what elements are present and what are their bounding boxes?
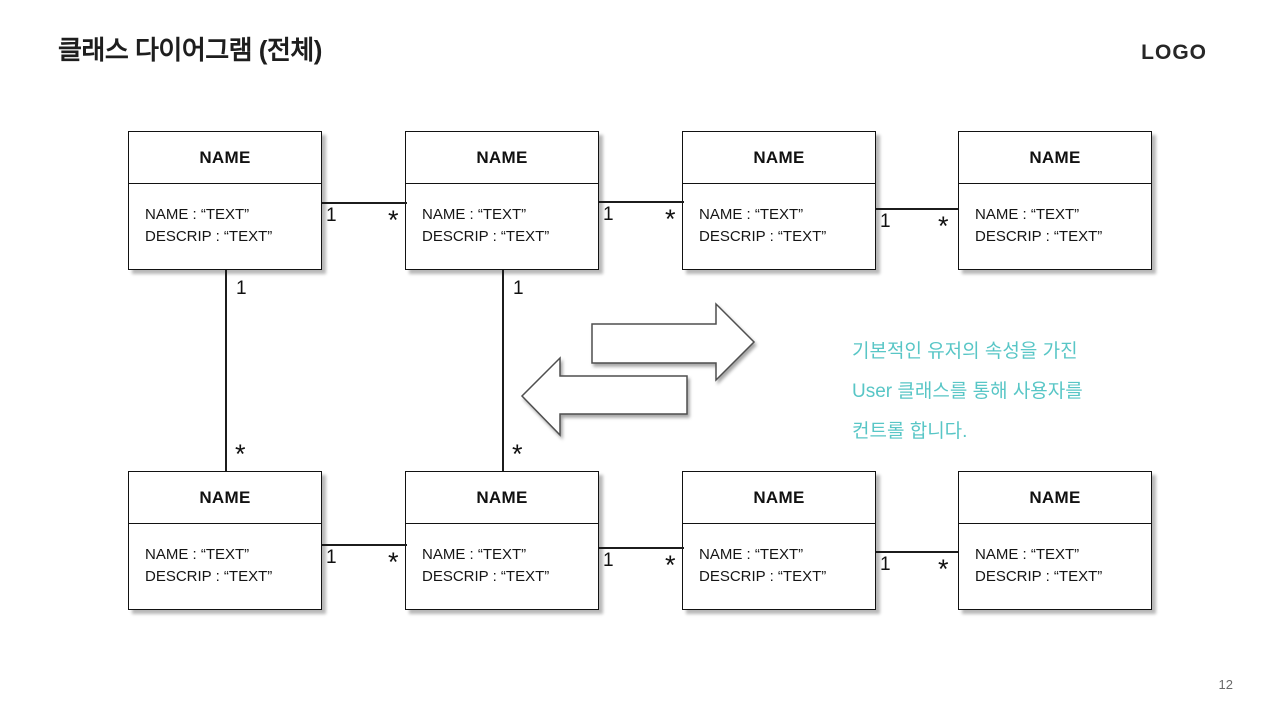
class-box-title: NAME <box>959 132 1151 184</box>
class-attribute: NAME : “TEXT” <box>699 206 804 223</box>
multiplicity-one-label: 1 <box>326 547 337 568</box>
association-line <box>322 202 407 204</box>
left-arrow-icon <box>520 356 688 437</box>
arrows-graphic <box>520 302 756 437</box>
class-box-bottom-1: NAME NAME : “TEXT” DESCRIP : “TEXT” <box>128 471 322 610</box>
class-box-bottom-2: NAME NAME : “TEXT” DESCRIP : “TEXT” <box>405 471 599 610</box>
class-box-body: NAME : “TEXT” DESCRIP : “TEXT” <box>959 184 1151 248</box>
class-attribute: DESCRIP : “TEXT” <box>975 228 1103 245</box>
class-box-top-1: NAME NAME : “TEXT” DESCRIP : “TEXT” <box>128 131 322 270</box>
class-box-body: NAME : “TEXT” DESCRIP : “TEXT” <box>683 184 875 248</box>
class-attribute: DESCRIP : “TEXT” <box>145 568 273 585</box>
class-attribute: NAME : “TEXT” <box>975 546 1080 563</box>
class-box-bottom-3: NAME NAME : “TEXT” DESCRIP : “TEXT” <box>682 471 876 610</box>
annotation-line: 기본적인 유저의 속성을 가진 <box>852 341 1078 362</box>
annotation-note: 기본적인 유저의 속성을 가진 User 클래스를 통해 사용자를 컨트롤 합니… <box>852 332 1122 452</box>
multiplicity-many-label: * <box>388 547 399 577</box>
multiplicity-one-label: 1 <box>326 205 337 226</box>
association-line <box>599 201 684 203</box>
multiplicity-many-label: * <box>938 554 949 584</box>
association-line <box>599 547 684 549</box>
class-box-bottom-4: NAME NAME : “TEXT” DESCRIP : “TEXT” <box>958 471 1152 610</box>
class-attribute: NAME : “TEXT” <box>422 546 527 563</box>
class-attribute: NAME : “TEXT” <box>975 206 1080 223</box>
multiplicity-many-label: * <box>665 550 676 580</box>
multiplicity-many-label: * <box>938 211 949 241</box>
class-box-title: NAME <box>406 132 598 184</box>
class-box-title: NAME <box>129 132 321 184</box>
class-box-top-3: NAME NAME : “TEXT” DESCRIP : “TEXT” <box>682 131 876 270</box>
class-attribute: DESCRIP : “TEXT” <box>422 228 550 245</box>
class-attribute: DESCRIP : “TEXT” <box>145 228 273 245</box>
multiplicity-one-label: 1 <box>513 278 524 299</box>
class-attribute: DESCRIP : “TEXT” <box>699 228 827 245</box>
class-box-top-2: NAME NAME : “TEXT” DESCRIP : “TEXT” <box>405 131 599 270</box>
class-box-body: NAME : “TEXT” DESCRIP : “TEXT” <box>406 524 598 588</box>
class-box-title: NAME <box>683 472 875 524</box>
class-box-body: NAME : “TEXT” DESCRIP : “TEXT” <box>683 524 875 588</box>
association-line <box>502 270 504 471</box>
page-number: 12 <box>1218 677 1233 692</box>
class-attribute: DESCRIP : “TEXT” <box>975 568 1103 585</box>
class-attribute: DESCRIP : “TEXT” <box>422 568 550 585</box>
multiplicity-one-label: 1 <box>236 278 247 299</box>
multiplicity-many-label: * <box>235 439 246 469</box>
class-box-title: NAME <box>406 472 598 524</box>
association-line <box>322 544 407 546</box>
class-box-top-4: NAME NAME : “TEXT” DESCRIP : “TEXT” <box>958 131 1152 270</box>
multiplicity-one-label: 1 <box>603 204 614 225</box>
class-box-body: NAME : “TEXT” DESCRIP : “TEXT” <box>129 184 321 248</box>
class-box-body: NAME : “TEXT” DESCRIP : “TEXT” <box>129 524 321 588</box>
annotation-line: User 클래스를 통해 사용자를 <box>852 381 1083 402</box>
class-attribute: NAME : “TEXT” <box>145 546 250 563</box>
multiplicity-one-label: 1 <box>603 550 614 571</box>
multiplicity-one-label: 1 <box>880 211 891 232</box>
class-attribute: DESCRIP : “TEXT” <box>699 568 827 585</box>
slide-title: 클래스 다이어그램 (전체) <box>58 35 322 65</box>
logo-text: LOGO <box>1141 41 1207 64</box>
annotation-line: 컨트롤 합니다. <box>852 421 968 442</box>
multiplicity-many-label: * <box>512 439 523 469</box>
class-attribute: NAME : “TEXT” <box>422 206 527 223</box>
class-box-body: NAME : “TEXT” DESCRIP : “TEXT” <box>959 524 1151 588</box>
association-line <box>876 208 958 210</box>
multiplicity-many-label: * <box>388 205 399 235</box>
multiplicity-many-label: * <box>665 204 676 234</box>
class-box-title: NAME <box>683 132 875 184</box>
association-line <box>876 551 958 553</box>
class-attribute: NAME : “TEXT” <box>699 546 804 563</box>
right-arrow-icon <box>591 302 756 382</box>
association-line <box>225 270 227 471</box>
class-attribute: NAME : “TEXT” <box>145 206 250 223</box>
class-box-title: NAME <box>129 472 321 524</box>
multiplicity-one-label: 1 <box>880 554 891 575</box>
class-box-title: NAME <box>959 472 1151 524</box>
class-box-body: NAME : “TEXT” DESCRIP : “TEXT” <box>406 184 598 248</box>
